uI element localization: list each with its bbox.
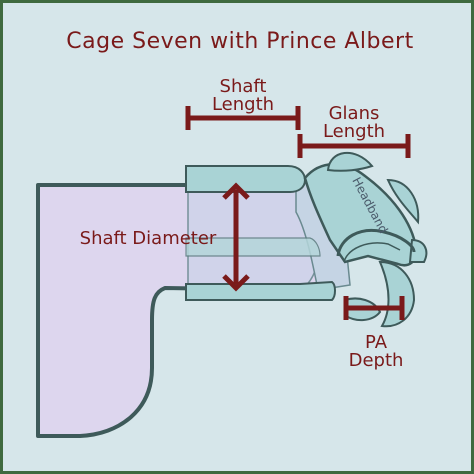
shaft-length-label-line1: Shaft [220,76,267,97]
dimension-glans-length [297,134,411,158]
dimension-shaft-length [185,106,301,130]
dimension-pa-depth [343,296,405,320]
petal-tip [408,238,428,263]
petal-top [326,151,374,172]
cage-bottom-band [185,280,336,301]
glans-length-label-line2: Length [323,121,385,142]
pa-depth-label-line2: Depth [349,350,404,371]
shaft-length-label-line2: Length [212,94,274,115]
prince-albert-ring [336,229,416,257]
petal-right [386,178,420,225]
dimension-shaft-diameter [222,182,250,292]
pa-ring-inner [343,242,401,263]
pa-depth-label-line1: PA [365,332,388,353]
glans-length-label-line1: Glans [329,103,380,124]
shaft-diameter-label: Shaft Diameter [80,228,217,249]
cage-inner-band [185,237,321,257]
cage-top-band [185,165,307,193]
petal-bottom [378,260,416,328]
diagram-title: Cage Seven with Prince Albert [66,29,414,54]
